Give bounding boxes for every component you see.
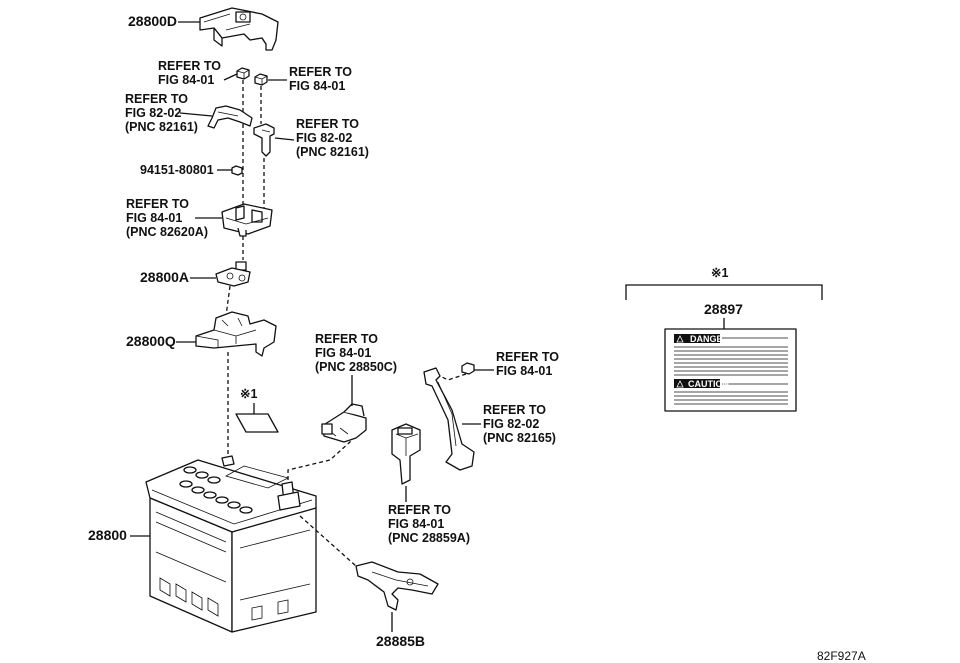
part-28800D-drawing [199, 7, 279, 51]
nut-right-lower-icon [461, 362, 475, 375]
ref-sensor[interactable]: REFER TO FIG 84-01 (PNC 28850C) [315, 332, 397, 374]
dash-line [299, 515, 357, 567]
label-sheet-drawing [235, 413, 279, 433]
diagram-code: 82F927A [817, 649, 866, 663]
caution-label-text-lines [674, 337, 788, 405]
ref-top-left[interactable]: REFER TO FIG 84-01 [158, 59, 224, 87]
label-28800A[interactable]: 28800A [140, 269, 189, 285]
ref-holder[interactable]: REFER TO FIG 84-01 (PNC 82620A) [126, 197, 208, 239]
ref-nut-right[interactable]: REFER TO FIG 84-01 [496, 350, 562, 378]
leader [274, 137, 295, 141]
group-bracket [625, 284, 823, 300]
caution-label-heading2: CAUTION [688, 379, 729, 389]
battery-drawing [145, 455, 317, 633]
ref-cable-left[interactable]: REFER TO FIG 82-02 (PNC 82161) [125, 92, 198, 134]
part-28800A-drawing [215, 261, 251, 287]
holder-82620A-drawing [221, 203, 273, 237]
fuse-28859A-drawing [391, 423, 421, 485]
nut-right-icon [254, 73, 268, 86]
ref-cable-right[interactable]: REFER TO FIG 82-02 (PNC 82161) [296, 117, 369, 159]
label-94151-80801[interactable]: 94151-80801 [140, 163, 214, 177]
part-28800Q-drawing [195, 311, 277, 357]
caution-heading-bar [674, 379, 720, 388]
nut-left-icon [236, 67, 250, 80]
caution-label-heading1: DANGER [690, 334, 730, 344]
leader [223, 73, 238, 81]
cable-terminal-right-drawing [253, 123, 275, 157]
dash-line [225, 285, 231, 317]
nut-94151-icon [231, 165, 243, 176]
sensor-28850C-drawing [321, 403, 367, 443]
label-28800[interactable]: 28800 [88, 527, 127, 543]
danger-heading-bar [674, 334, 720, 343]
label-28897[interactable]: 28897 [704, 301, 743, 317]
label-28885B[interactable]: 28885B [376, 633, 425, 649]
ref-top-right[interactable]: REFER TO FIG 84-01 [289, 65, 355, 93]
label-28800D[interactable]: 28800D [128, 13, 177, 29]
cable-82165-drawing [423, 367, 475, 471]
label-28800Q[interactable]: 28800Q [126, 333, 176, 349]
ref-fuse[interactable]: REFER TO FIG 84-01 (PNC 28859A) [388, 503, 470, 545]
note-mark-group: ※1 [711, 266, 728, 280]
note-mark-sheet: ※1 [240, 387, 257, 401]
ref-cable-165[interactable]: REFER TO FIG 82-02 (PNC 82165) [483, 403, 556, 445]
leader [179, 112, 213, 117]
cable-terminal-left-drawing [207, 105, 253, 129]
caution-label-28897-drawing: DANGER CAUTION [664, 328, 797, 412]
clamp-28885B-drawing [355, 561, 439, 611]
